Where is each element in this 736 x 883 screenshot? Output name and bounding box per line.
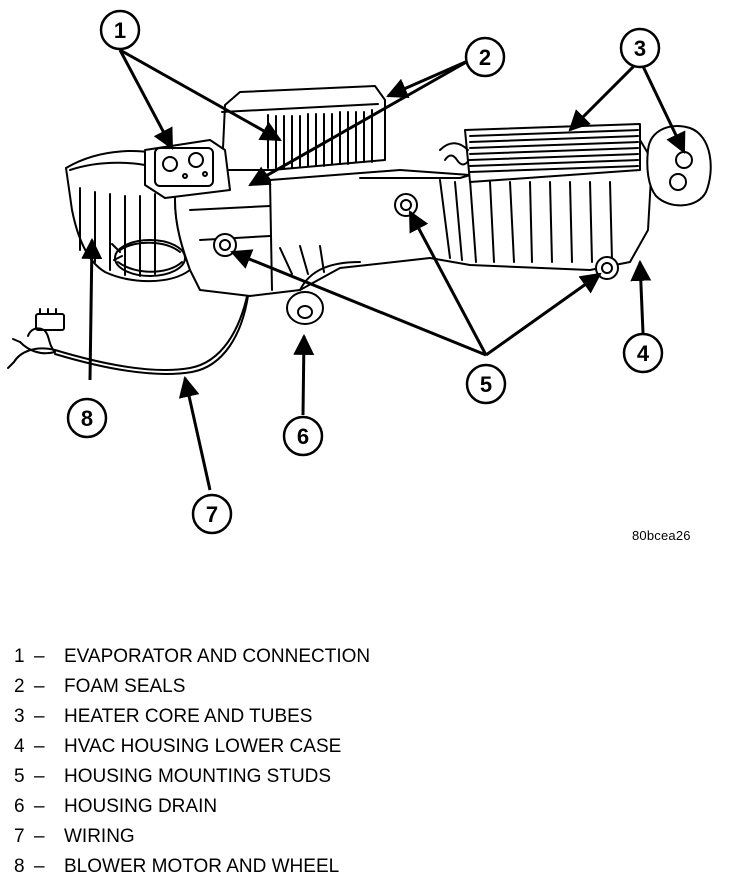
heater-core: [439, 123, 641, 183]
heater-tubes-cap: [646, 125, 712, 207]
callout-4: 4: [622, 332, 664, 374]
callout-label-3: 3: [634, 36, 646, 61]
legend-text: WIRING: [64, 826, 135, 847]
hvac-housing-illustration: 1 2 3 4 5 6 7 8: [7, 9, 712, 535]
callout-2: 2: [464, 36, 506, 78]
callout-label-2: 2: [479, 45, 491, 70]
callout-label-6: 6: [297, 424, 309, 449]
evaporator-core: [221, 85, 386, 171]
legend-text: EVAPORATOR AND CONNECTION: [64, 646, 371, 667]
callout-6: 6: [282, 415, 324, 457]
legend-text: BLOWER MOTOR AND WHEEL: [64, 856, 340, 877]
legend-item: 7–WIRING: [14, 823, 370, 853]
callout-label-8: 8: [81, 406, 93, 431]
callout-label-5: 5: [480, 372, 492, 397]
legend-item: 6–HOUSING DRAIN: [14, 793, 370, 823]
legend-text: HVAC HOUSING LOWER CASE: [64, 736, 342, 757]
legend-text: HOUSING DRAIN: [64, 796, 218, 817]
leader-lines: [81, 48, 686, 491]
callout-label-4: 4: [637, 341, 650, 366]
wiring-harness: [7, 291, 249, 375]
legend-item: 5–HOUSING MOUNTING STUDS: [14, 763, 370, 793]
legend-item: 8–BLOWER MOTOR AND WHEEL: [14, 853, 370, 883]
callout-7: 7: [191, 493, 233, 535]
legend-item: 3–HEATER CORE AND TUBES: [14, 703, 370, 733]
legend-text: HOUSING MOUNTING STUDS: [64, 766, 332, 787]
callout-5: 5: [465, 363, 507, 405]
legend-text: HEATER CORE AND TUBES: [64, 706, 313, 727]
legend-list: 1–EVAPORATOR AND CONNECTION 2–FOAM SEALS…: [14, 643, 370, 883]
callouts: 1 2 3 4 5 6 7 8: [66, 9, 664, 535]
housing-drain: [286, 291, 324, 325]
callout-3: 3: [619, 27, 661, 69]
legend-text: FOAM SEALS: [64, 676, 186, 697]
figure-id: 80bcea26: [632, 528, 691, 543]
callout-8: 8: [66, 397, 108, 439]
legend-item: 4–HVAC HOUSING LOWER CASE: [14, 733, 370, 763]
callout-1: 1: [99, 9, 141, 51]
callout-label-1: 1: [114, 18, 126, 43]
evaporator-connection-plate: [144, 139, 231, 199]
callout-label-7: 7: [206, 502, 218, 527]
legend-item: 2–FOAM SEALS: [14, 673, 370, 703]
legend-item: 1–EVAPORATOR AND CONNECTION: [14, 643, 370, 673]
